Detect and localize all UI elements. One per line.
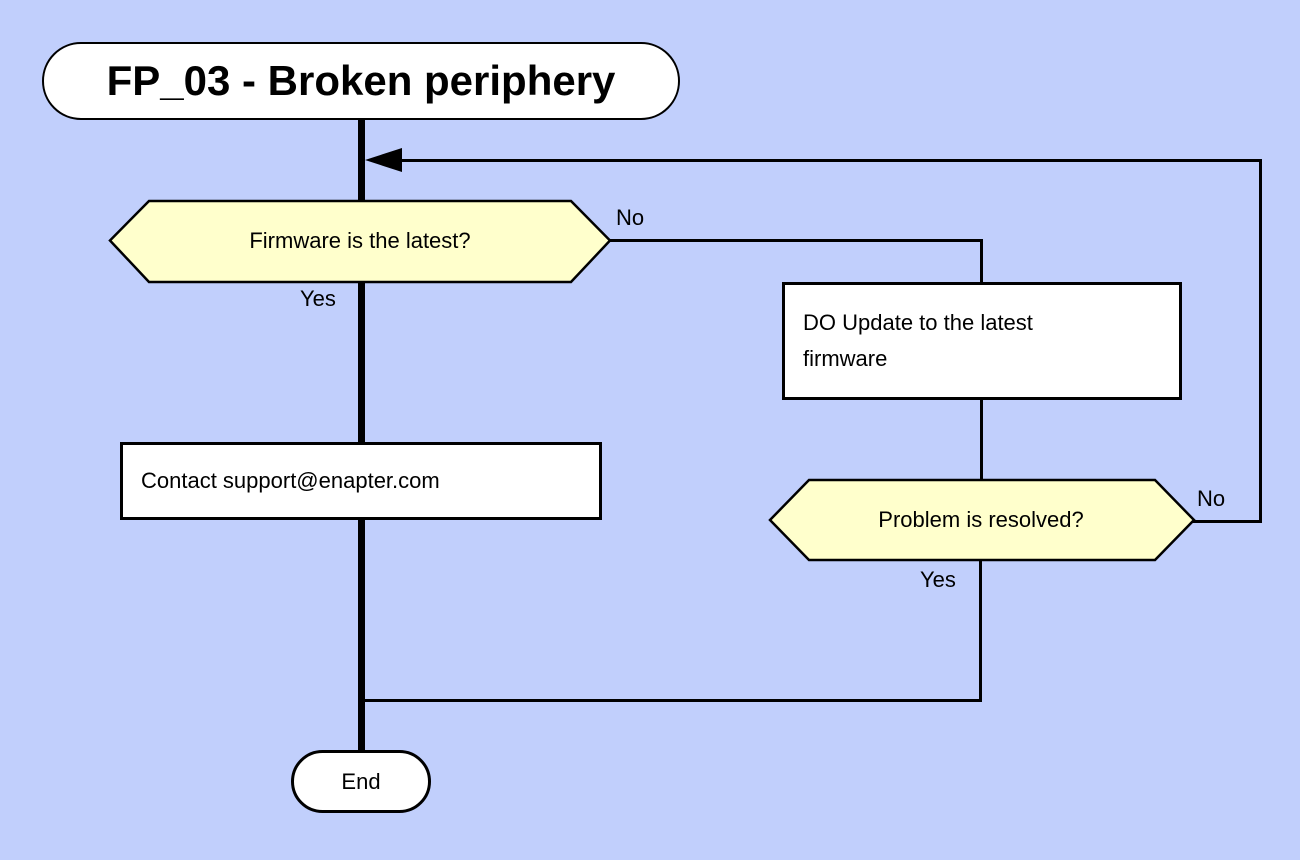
- feedback-line-top: [399, 159, 1262, 162]
- edge-label-firmware-yes: Yes: [300, 286, 336, 311]
- edge-firmware-no-h: [610, 239, 983, 242]
- decision-firmware-label: Firmware is the latest?: [249, 228, 471, 254]
- end-terminator-label: End: [341, 768, 381, 794]
- decision-resolved-hexagon: [768, 478, 1196, 562]
- start-terminator: FP_03 - Broken periphery: [42, 42, 680, 120]
- edge-label-resolved-yes: Yes: [920, 567, 956, 592]
- process-contact-support-label: Contact support@enapter.com: [141, 468, 440, 494]
- edge-resolved-yes-h: [362, 699, 982, 702]
- process-update-firmware: DO Update to the latest firmware: [782, 282, 1182, 400]
- edge-resolved-yes-v: [979, 558, 982, 702]
- edge-update-to-resolved: [980, 398, 983, 484]
- feedback-line-right: [1259, 159, 1262, 523]
- decision-firmware-hexagon: [108, 199, 612, 284]
- edge-resolved-no-h: [1192, 520, 1262, 523]
- process-update-firmware-label: DO Update to the latest firmware: [803, 310, 1033, 371]
- start-terminator-label: FP_03 - Broken periphery: [106, 57, 616, 104]
- edge-firmware-no-v: [980, 239, 983, 285]
- arrow-marker-left: [365, 148, 402, 172]
- edge-label-firmware-no: No: [616, 205, 645, 230]
- main-flow-line: [358, 119, 365, 753]
- end-terminator: End: [291, 750, 431, 813]
- decision-resolved-label: Problem is resolved?: [878, 506, 1084, 532]
- edge-label-resolved-no: No: [1197, 486, 1226, 511]
- process-contact-support: Contact support@enapter.com: [120, 442, 602, 520]
